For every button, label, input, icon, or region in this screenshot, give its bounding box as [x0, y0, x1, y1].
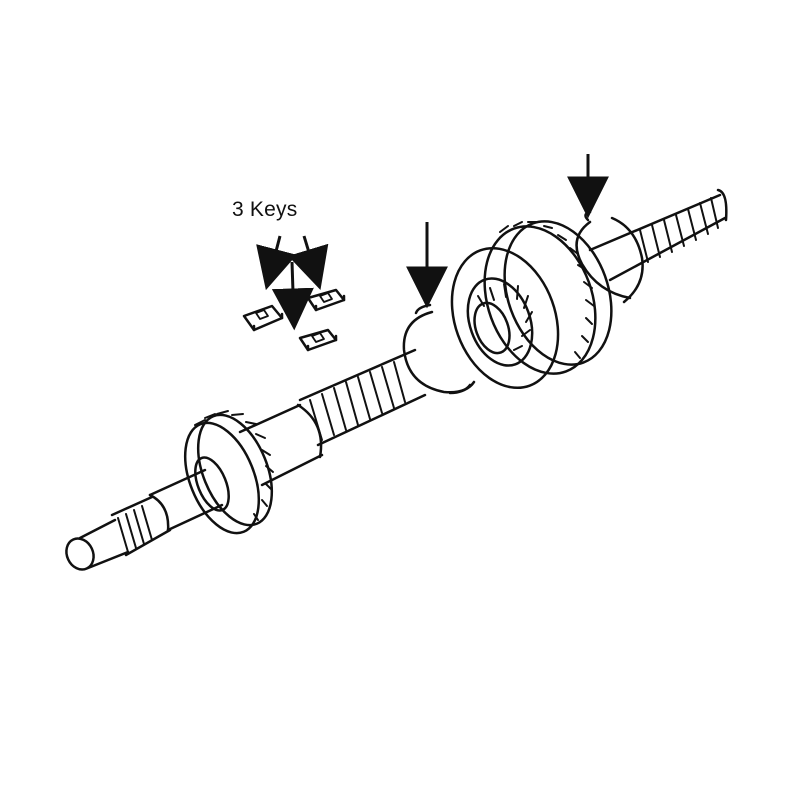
key-1	[242, 304, 284, 332]
arrow-key-left	[256, 235, 297, 291]
arrow-key-right	[288, 235, 329, 291]
key-3	[298, 328, 338, 352]
key-2	[306, 288, 346, 312]
arrow-key-middle	[271, 261, 314, 331]
main-shaft	[65, 188, 728, 571]
synchronizer-gear	[450, 220, 613, 390]
left-gear	[183, 410, 274, 535]
keys-label: 3 Keys	[232, 198, 298, 221]
